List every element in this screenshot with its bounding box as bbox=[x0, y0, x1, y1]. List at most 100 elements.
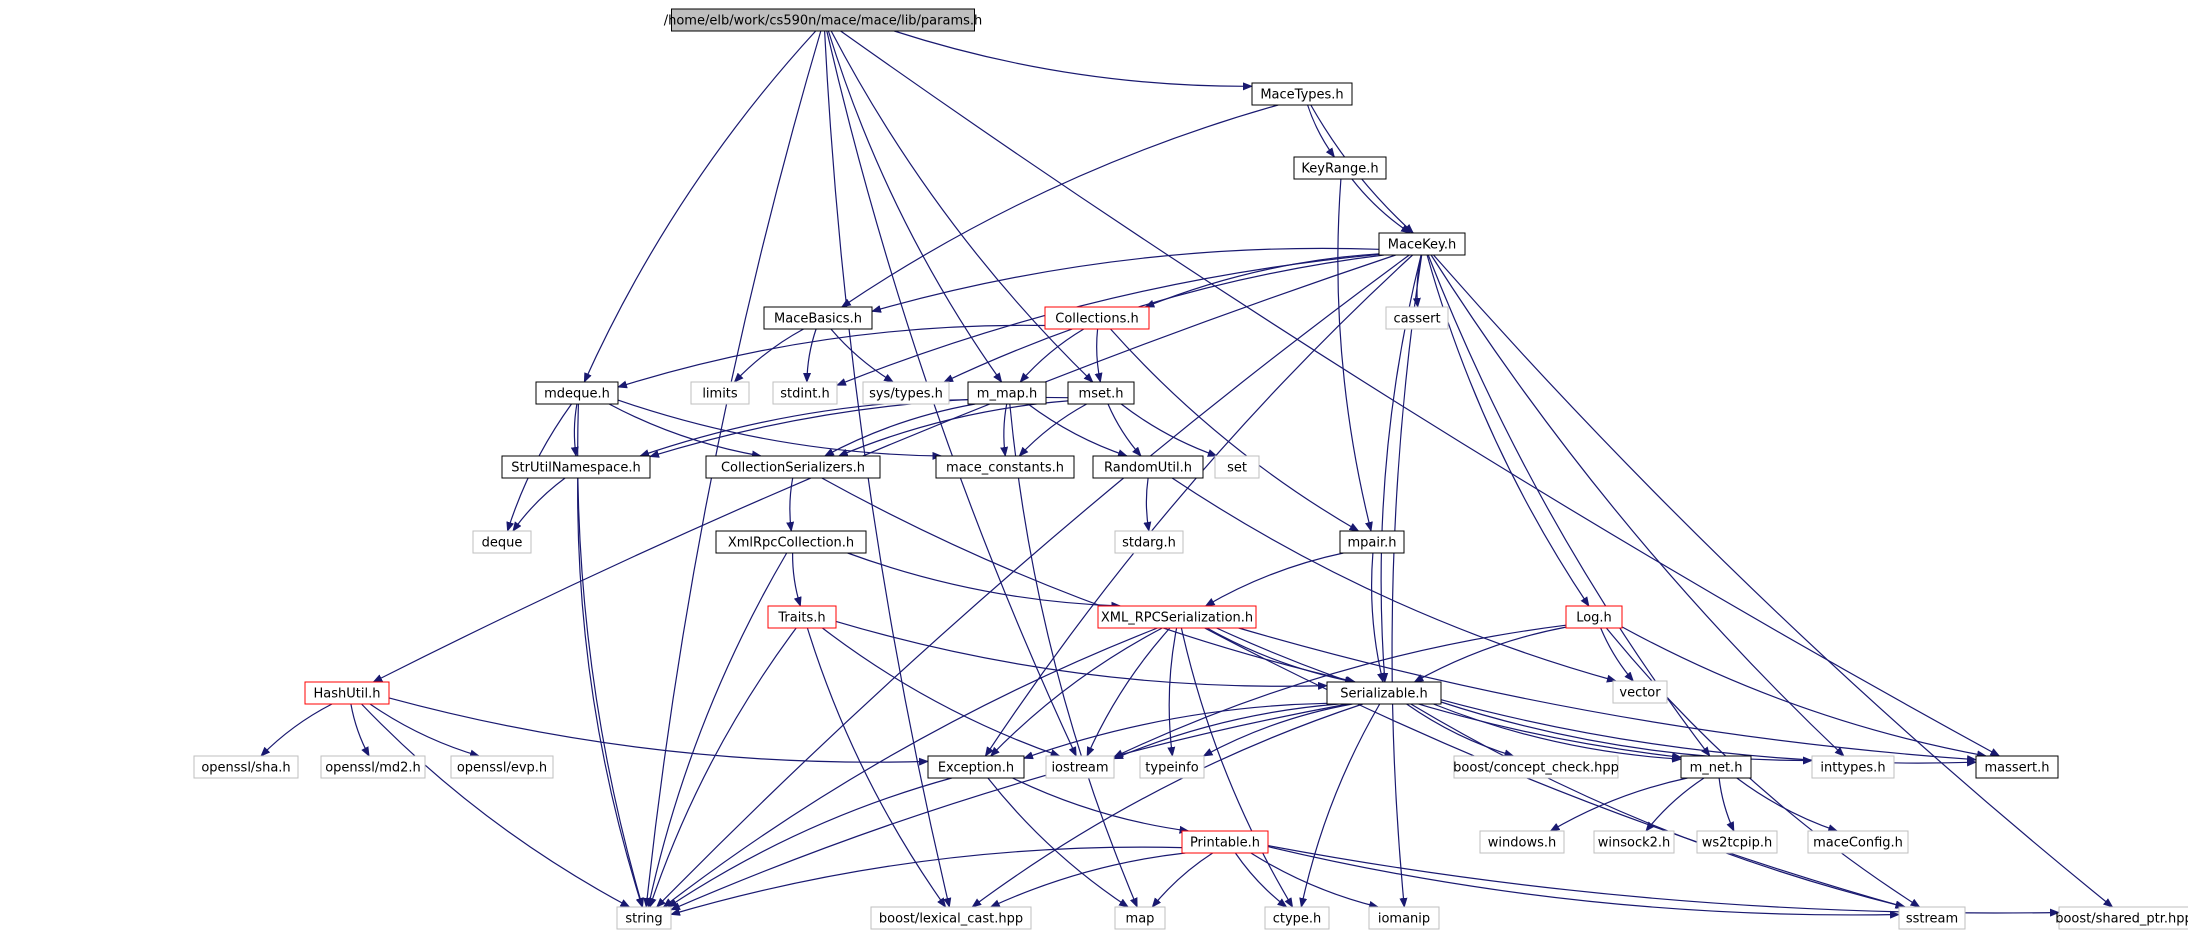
node-macetypes[interactable]: MaceTypes.h bbox=[1251, 82, 1353, 106]
node-string[interactable]: string bbox=[616, 906, 672, 930]
node-collections[interactable]: Collections.h bbox=[1044, 306, 1150, 330]
edge-macekey-to-macebasics bbox=[871, 247, 1380, 313]
node-box bbox=[193, 755, 299, 779]
node-box bbox=[1293, 156, 1387, 180]
edge-collser-to-xmlrpccoll bbox=[786, 477, 795, 532]
node-strutil[interactable]: StrUtilNamespace.h bbox=[501, 455, 651, 479]
node-label: Collections.h bbox=[1055, 312, 1138, 327]
edge-macekey-to-boostshared bbox=[1433, 254, 2114, 908]
node-log[interactable]: Log.h bbox=[1565, 605, 1623, 629]
node-stdint[interactable]: stdint.h bbox=[772, 381, 838, 405]
node-xmlrpcser[interactable]: XML_RPCSerialization.h bbox=[1097, 605, 1257, 629]
edge-mmap-to-maceconst bbox=[1000, 403, 1009, 457]
node-macekey[interactable]: MaceKey.h bbox=[1378, 232, 1466, 256]
node-xmlrpccoll[interactable]: XmlRpcCollection.h bbox=[715, 530, 867, 554]
node-typeinfo[interactable]: typeinfo bbox=[1139, 755, 1205, 779]
node-label: Traits.h bbox=[777, 611, 825, 626]
edge-log-to-massert bbox=[1621, 626, 1987, 759]
edge-hashutil-to-opensslevp bbox=[369, 703, 480, 758]
edge-printable-to-ctype bbox=[1234, 852, 1288, 908]
node-keyrange[interactable]: KeyRange.h bbox=[1293, 156, 1387, 180]
node-systypes[interactable]: sys/types.h bbox=[862, 381, 950, 405]
edge-mnet-to-maceconfig bbox=[1736, 777, 1839, 832]
node-opensslmd2[interactable]: openssl/md2.h bbox=[320, 755, 426, 779]
edge-serializable-to-boostconcept bbox=[1406, 703, 1515, 758]
node-set[interactable]: set bbox=[1214, 455, 1260, 479]
node-label: m_net.h bbox=[1690, 761, 1743, 776]
node-mpair[interactable]: mpair.h bbox=[1339, 530, 1405, 554]
node-label: boost/shared_ptr.hpp bbox=[2055, 912, 2188, 927]
node-mnet[interactable]: m_net.h bbox=[1680, 755, 1752, 779]
edge-xmlrpcser-to-mnet bbox=[1216, 627, 1682, 761]
node-cassert[interactable]: cassert bbox=[1385, 306, 1449, 330]
node-box bbox=[1067, 381, 1135, 405]
edge-xmlrpccoll-to-string bbox=[646, 552, 788, 908]
node-printable[interactable]: Printable.h bbox=[1181, 830, 1269, 854]
node-box bbox=[1368, 906, 1440, 930]
node-label: CollectionSerializers.h bbox=[721, 461, 865, 476]
node-collser[interactable]: CollectionSerializers.h bbox=[705, 455, 881, 479]
node-deque[interactable]: deque bbox=[472, 530, 532, 554]
node-maceconfig[interactable]: maceConfig.h bbox=[1807, 830, 1909, 854]
node-label: XmlRpcCollection.h bbox=[728, 536, 854, 551]
node-label: RandomUtil.h bbox=[1104, 461, 1192, 476]
node-ws2tcpip[interactable]: ws2tcpip.h bbox=[1696, 830, 1778, 854]
node-label: set bbox=[1227, 461, 1247, 476]
node-label: mdeque.h bbox=[544, 387, 610, 402]
node-box bbox=[927, 755, 1025, 779]
edge-keyrange-to-macekey bbox=[1351, 178, 1411, 234]
node-box bbox=[862, 381, 950, 405]
node-massert[interactable]: massert.h bbox=[1975, 755, 2059, 779]
node-mmap[interactable]: m_map.h bbox=[967, 381, 1047, 405]
node-mset[interactable]: mset.h bbox=[1067, 381, 1135, 405]
node-iomanip[interactable]: iomanip bbox=[1368, 906, 1440, 930]
node-macebasics[interactable]: MaceBasics.h bbox=[763, 306, 873, 330]
node-ctype[interactable]: ctype.h bbox=[1264, 906, 1330, 930]
edge-xmlrpcser-to-iostream bbox=[1086, 627, 1171, 757]
node-serializable[interactable]: Serializable.h bbox=[1326, 681, 1442, 705]
node-inttypes[interactable]: inttypes.h bbox=[1811, 755, 1895, 779]
node-opensslevp[interactable]: openssl/evp.h bbox=[450, 755, 554, 779]
node-iostream[interactable]: iostream bbox=[1045, 755, 1115, 779]
edge-hashutil-to-exception bbox=[388, 697, 929, 766]
edge-collections-to-mpair bbox=[1110, 328, 1360, 532]
edge-log-to-iostream bbox=[1113, 624, 1567, 758]
node-label: HashUtil.h bbox=[314, 687, 381, 702]
node-label: Printable.h bbox=[1190, 836, 1260, 851]
node-box bbox=[1453, 755, 1619, 779]
node-maceconst[interactable]: mace_constants.h bbox=[935, 455, 1075, 479]
edge-params-to-macetypes bbox=[894, 30, 1253, 91]
node-label: Log.h bbox=[1576, 611, 1612, 626]
node-label: /home/elb/work/cs590n/mace/mace/lib/para… bbox=[664, 14, 983, 29]
node-boostconcept[interactable]: boost/concept_check.hpp bbox=[1453, 755, 1619, 779]
edge-xmlrpccoll-to-xmlrpcser bbox=[847, 552, 1122, 610]
node-box bbox=[1696, 830, 1778, 854]
edge-mdeque-to-collser bbox=[608, 403, 762, 459]
edge-mmap-to-map bbox=[1009, 403, 1138, 908]
edge-traits-to-string bbox=[648, 627, 797, 908]
node-boostlexical[interactable]: boost/lexical_cast.hpp bbox=[870, 906, 1032, 930]
node-box bbox=[870, 906, 1032, 930]
node-vector[interactable]: vector bbox=[1612, 680, 1668, 704]
node-limits[interactable]: limits bbox=[690, 381, 750, 405]
edge-serializable-to-string bbox=[670, 703, 1348, 911]
node-hashutil[interactable]: HashUtil.h bbox=[304, 681, 390, 705]
node-label: ws2tcpip.h bbox=[1702, 836, 1772, 851]
edge-printable-to-string bbox=[670, 846, 1183, 916]
node-stdarg[interactable]: stdarg.h bbox=[1114, 530, 1184, 554]
node-traits[interactable]: Traits.h bbox=[767, 605, 837, 629]
node-box bbox=[715, 530, 867, 554]
node-sstream[interactable]: sstream bbox=[1898, 906, 1966, 930]
node-box bbox=[1181, 830, 1269, 854]
node-windows[interactable]: windows.h bbox=[1479, 830, 1565, 854]
edge-exception-to-map bbox=[987, 777, 1129, 908]
node-label: windows.h bbox=[1488, 836, 1556, 851]
node-map[interactable]: map bbox=[1114, 906, 1166, 930]
node-opensslsha[interactable]: openssl/sha.h bbox=[193, 755, 299, 779]
node-params[interactable]: /home/elb/work/cs590n/mace/mace/lib/para… bbox=[664, 8, 983, 32]
node-winsock2[interactable]: winsock2.h bbox=[1593, 830, 1675, 854]
node-exception[interactable]: Exception.h bbox=[927, 755, 1025, 779]
node-mdeque[interactable]: mdeque.h bbox=[535, 381, 619, 405]
node-randomutil[interactable]: RandomUtil.h bbox=[1092, 455, 1204, 479]
node-boostshared[interactable]: boost/shared_ptr.hpp bbox=[2055, 906, 2188, 930]
